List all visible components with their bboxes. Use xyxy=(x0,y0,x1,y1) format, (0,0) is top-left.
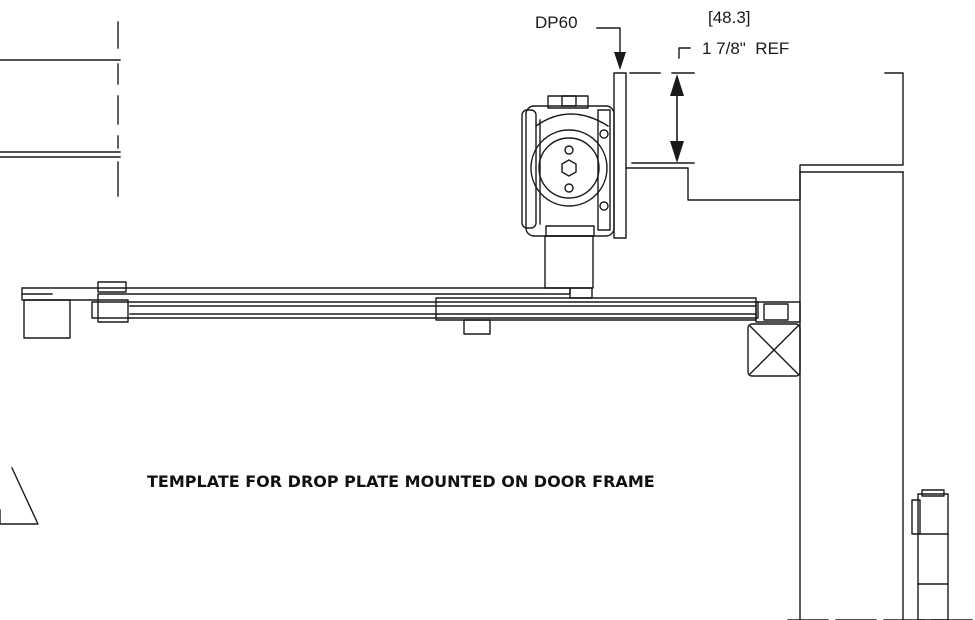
triangle-symbol xyxy=(0,467,39,525)
arm-shoe-bracket xyxy=(747,301,801,377)
dimension-arrow-down xyxy=(670,141,684,163)
callout-label: DP60 xyxy=(535,13,578,32)
leader-arrow xyxy=(614,52,626,70)
main-arm xyxy=(21,281,571,339)
hex-spindle xyxy=(561,159,577,177)
dimension-metric: [48.3] xyxy=(708,8,751,27)
dimension-lines xyxy=(596,27,695,164)
dimension-arrow-up xyxy=(670,74,684,96)
door-frame-profile xyxy=(625,72,975,620)
hinge xyxy=(911,489,949,620)
drawing-caption: TEMPLATE FOR DROP PLATE MOUNTED ON DOOR … xyxy=(147,472,655,491)
door-edge-section xyxy=(0,21,121,197)
dimension-imperial: 1 7/8" REF xyxy=(702,39,789,58)
